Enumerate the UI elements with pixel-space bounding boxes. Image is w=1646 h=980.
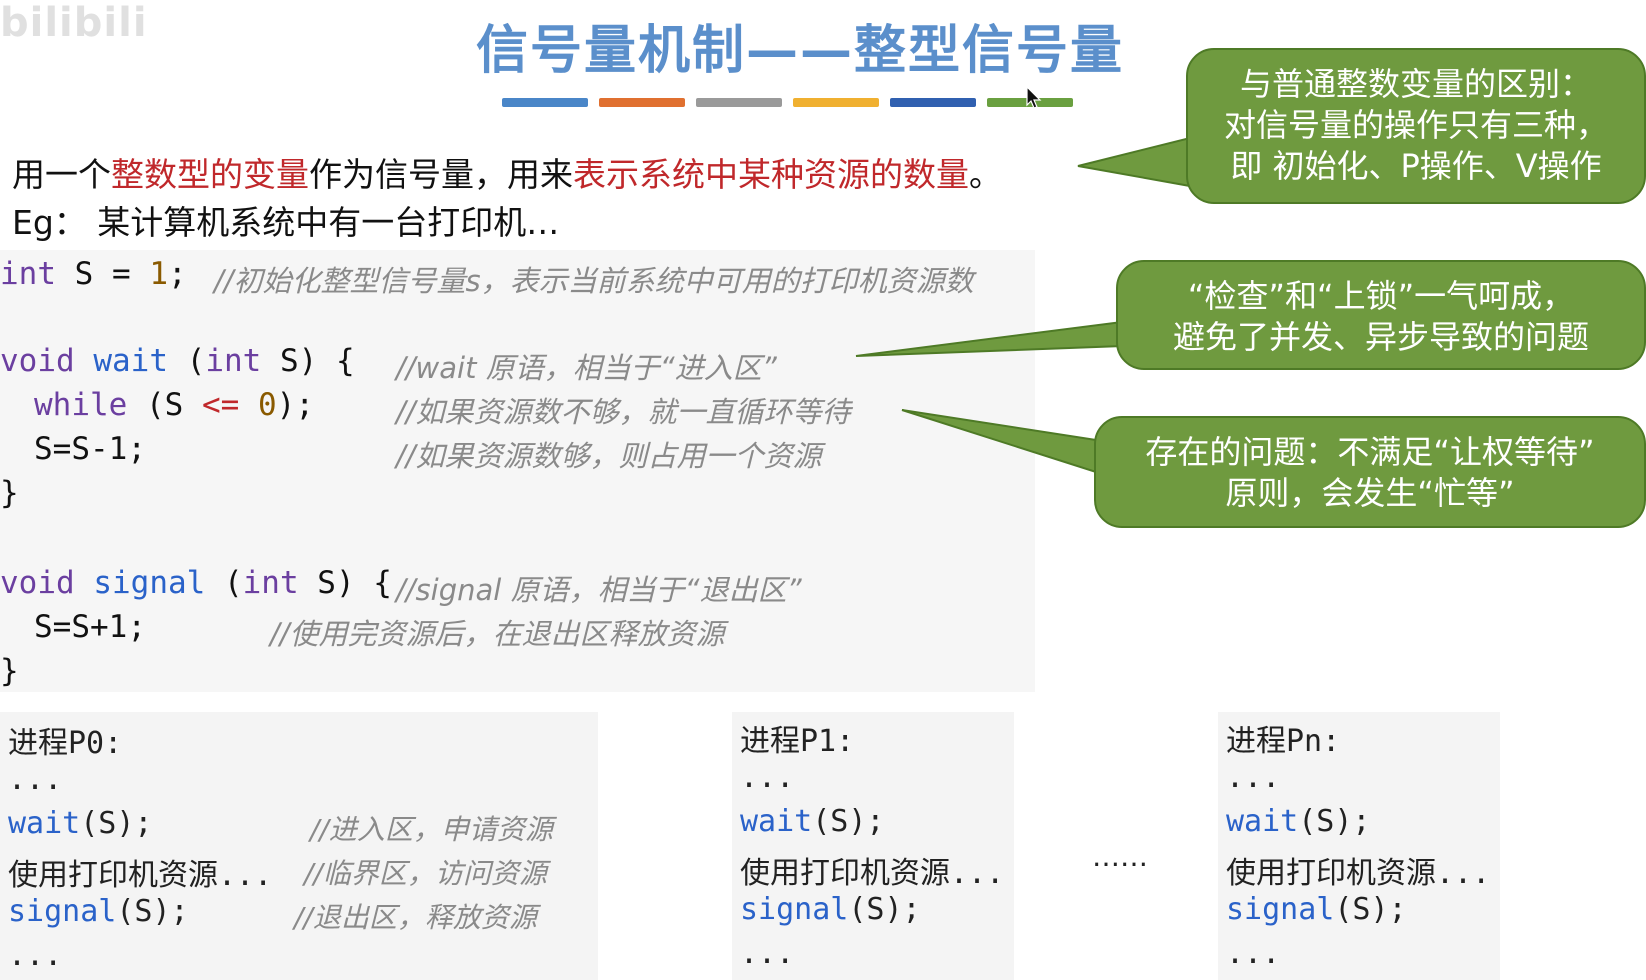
callout-2-pointer — [855, 320, 1123, 357]
code-text: (S); — [80, 806, 153, 841]
code-text: ); — [276, 387, 314, 423]
color-bar-2 — [599, 98, 685, 107]
color-bar-3 — [696, 98, 782, 107]
code-operator: <= — [201, 387, 240, 423]
callout-1-line-3: 即 初始化、P操作、V操作 — [1230, 147, 1602, 185]
intro-part-3: 。 — [969, 155, 1002, 194]
code-keyword: void — [0, 565, 75, 601]
process-pn-dots: ... — [1226, 760, 1281, 795]
intro-highlight-resource-count: 表示系统中某种资源的数量 — [573, 155, 969, 194]
code-line-close-wait: } — [0, 475, 19, 511]
code-number: 0 — [257, 387, 277, 423]
process-pn-signal: signal(S); — [1226, 892, 1407, 927]
process-p0-header: 进程P0: — [8, 726, 123, 761]
example-text: Eg： 某计算机系统中有一台打印机… — [12, 203, 560, 242]
code-line-init: int S = 1; — [0, 256, 187, 292]
code-text: (S); — [848, 892, 921, 927]
process-p1-end: ... — [740, 936, 795, 971]
code-function-name: signal — [8, 894, 117, 929]
process-p0-end: ... — [8, 938, 63, 973]
code-comment-decrement: //如果资源数够，则占用一个资源 — [396, 439, 822, 473]
callout-busy-waiting-problem: 存在的问题：不满足“让权等待” 原则，会发生“忙等” — [1094, 416, 1646, 528]
code-line-increment: S=S+1; — [34, 609, 146, 645]
code-line-signal-decl: void signal (int S) { — [0, 565, 392, 601]
code-text: S) { — [261, 343, 355, 379]
process-p0-wait: wait(S); — [8, 806, 153, 841]
callout-3-pointer — [901, 409, 1097, 474]
callout-1-pointer — [1077, 136, 1191, 188]
code-text: (S); — [1334, 892, 1407, 927]
code-function-name: signal — [740, 892, 849, 927]
process-p0-block: 进程P0: ... wait(S); //进入区，申请资源 使用打印机资源...… — [0, 712, 598, 980]
code-text: (S); — [812, 804, 885, 839]
code-function-name: wait — [740, 804, 813, 839]
callout-integer-difference: 与普通整数变量的区别： 对信号量的操作只有三种， 即 初始化、P操作、V操作 — [1186, 48, 1646, 204]
process-p1-block: 进程P1: ... wait(S); 使用打印机资源... signal(S);… — [732, 712, 1014, 980]
code-line-while: while (S <= 0); — [34, 387, 314, 423]
code-text: ; — [168, 256, 187, 292]
process-p0-use-comment: //临界区，访问资源 — [304, 857, 547, 890]
process-pn-header: 进程Pn: — [1226, 724, 1341, 759]
callout-2-line-1: “检查”和“上锁”一气呵成， — [1187, 277, 1575, 315]
color-bar-1 — [502, 98, 588, 107]
code-keyword: int — [0, 256, 56, 292]
code-function-name: signal — [1226, 892, 1335, 927]
intro-part-1: 用一个 — [12, 155, 111, 194]
process-ellipsis: …… — [1092, 840, 1148, 873]
code-line-wait-decl: void wait (int S) { — [0, 343, 355, 379]
callout-3-line-2: 原则，会发生“忙等” — [1225, 474, 1515, 512]
code-function-name: signal — [93, 565, 206, 601]
intro-text: 用一个整数型的变量作为信号量，用来表示系统中某种资源的数量。 — [12, 148, 1002, 196]
callout-3-line-1: 存在的问题：不满足“让权等待” — [1145, 433, 1595, 471]
code-function-name: wait — [1226, 804, 1299, 839]
process-p1-signal: signal(S); — [740, 892, 921, 927]
mouse-cursor-icon — [1026, 86, 1042, 109]
code-keyword: while — [34, 387, 128, 423]
intro-highlight-integer-variable: 整数型的变量 — [111, 155, 309, 194]
intro-part-2: 作为信号量，用来 — [309, 155, 573, 194]
color-bar-4 — [793, 98, 879, 107]
process-p0-wait-comment: //进入区，申请资源 — [310, 813, 553, 846]
process-p1-wait: wait(S); — [740, 804, 885, 839]
process-pn-wait: wait(S); — [1226, 804, 1371, 839]
callout-1-line-1: 与普通整数变量的区别： — [1239, 65, 1592, 103]
code-line-close-signal: } — [0, 653, 19, 689]
process-pn-end: ... — [1226, 936, 1281, 971]
code-comment-wait: //wait 原语，相当于“进入区” — [396, 351, 777, 385]
code-block: int S = 1; //初始化整型信号量s，表示当前系统中可用的打印机资源数 … — [0, 250, 1035, 692]
process-p1-header: 进程P1: — [740, 724, 855, 759]
code-text: (S); — [116, 894, 189, 929]
code-comment-increment: //使用完资源后，在退出区释放资源 — [270, 617, 725, 651]
code-number: 1 — [149, 256, 168, 292]
callout-atomic-check-lock: “检查”和“上锁”一气呵成， 避免了并发、异步导致的问题 — [1116, 260, 1646, 370]
code-text: (S); — [1298, 804, 1371, 839]
process-p0-signal: signal(S); — [8, 894, 189, 929]
process-p1-dots: ... — [740, 760, 795, 795]
code-keyword: int — [205, 343, 262, 379]
code-text: S) { — [298, 565, 392, 601]
process-p1-use: 使用打印机资源... — [740, 856, 1005, 891]
code-text: S = — [56, 256, 150, 292]
code-function-name: wait — [8, 806, 81, 841]
process-pn-block: 进程Pn: ... wait(S); 使用打印机资源... signal(S);… — [1218, 712, 1500, 980]
process-p0-signal-comment: //退出区，释放资源 — [294, 901, 537, 934]
code-text: (S — [127, 387, 202, 423]
process-p0-use: 使用打印机资源... — [8, 858, 273, 893]
callout-2-line-2: 避免了并发、异步导致的问题 — [1172, 318, 1589, 356]
process-pn-use: 使用打印机资源... — [1226, 856, 1491, 891]
code-keyword: void — [0, 343, 75, 379]
process-p0-dots: ... — [8, 762, 63, 797]
code-function-name: wait — [93, 343, 168, 379]
code-comment-while: //如果资源数不够，就一直循环等待 — [396, 395, 851, 429]
code-keyword: int — [242, 565, 299, 601]
callout-1-line-2: 对信号量的操作只有三种， — [1223, 106, 1608, 144]
code-comment-signal: //signal 原语，相当于“退出区” — [396, 573, 802, 607]
code-comment-init: //初始化整型信号量s，表示当前系统中可用的打印机资源数 — [214, 264, 974, 298]
watermark-logo: bilibili — [0, 0, 148, 46]
slide-title: 信号量机制——整型信号量 — [475, 21, 1124, 81]
color-bar-5 — [890, 98, 976, 107]
code-line-decrement: S=S-1; — [34, 431, 146, 467]
